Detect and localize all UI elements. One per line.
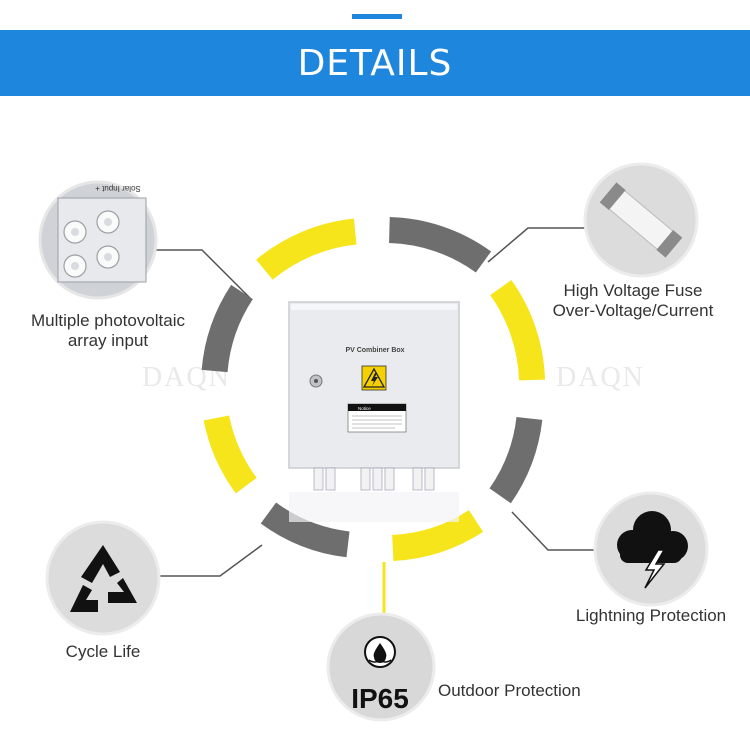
ring-segment-gray xyxy=(260,502,350,558)
notice-label-plate: Notice xyxy=(347,403,407,433)
ring-segment-yellow xyxy=(256,218,357,280)
ip65-badge: IP65 xyxy=(351,683,409,714)
ring-segment-gray xyxy=(489,416,543,504)
fuse-icon xyxy=(599,182,683,258)
ip65-thumbnail: IP65 xyxy=(326,612,436,722)
pv-input-label: Multiple photovoltaic array input xyxy=(30,311,186,350)
notice-label: Notice xyxy=(358,406,371,411)
top-accent-bar xyxy=(352,14,402,19)
outdoor-protection-label: Outdoor Protection xyxy=(438,681,581,700)
ring-segment-gray xyxy=(201,284,254,373)
pv-input-thumbnail: Solar Input + xyxy=(38,180,158,300)
ring-segment-yellow xyxy=(391,509,484,561)
feature-ring xyxy=(201,217,545,561)
warning-icon xyxy=(361,365,387,391)
page-title: DETAILS xyxy=(297,42,453,84)
fuse-thumbnail xyxy=(583,162,699,278)
cloud-lightning-icon xyxy=(617,511,688,563)
fuse-label: High Voltage Fuse Over-Voltage/Current xyxy=(552,281,714,320)
box-title: PV Combiner Box xyxy=(345,347,404,354)
lightning-label: Lightning Protection xyxy=(575,606,727,625)
pv-input-plate-text: Solar Input + xyxy=(95,184,141,193)
ring-segment-gray xyxy=(388,217,492,273)
cycle-life-thumbnail xyxy=(45,520,161,636)
header-banner: DETAILS xyxy=(0,30,750,96)
recycle-icon xyxy=(70,545,137,612)
lightning-thumbnail xyxy=(593,491,709,607)
watermark-text: DAQN xyxy=(556,362,645,393)
cable-glands xyxy=(313,467,435,491)
ring-segment-yellow xyxy=(490,280,545,381)
combiner-box: PV Combiner Box Notice xyxy=(288,301,460,522)
ring-segment-yellow xyxy=(203,415,257,494)
lightning-bolt-icon xyxy=(644,549,666,589)
cycle-life-label: Cycle Life xyxy=(65,642,141,661)
